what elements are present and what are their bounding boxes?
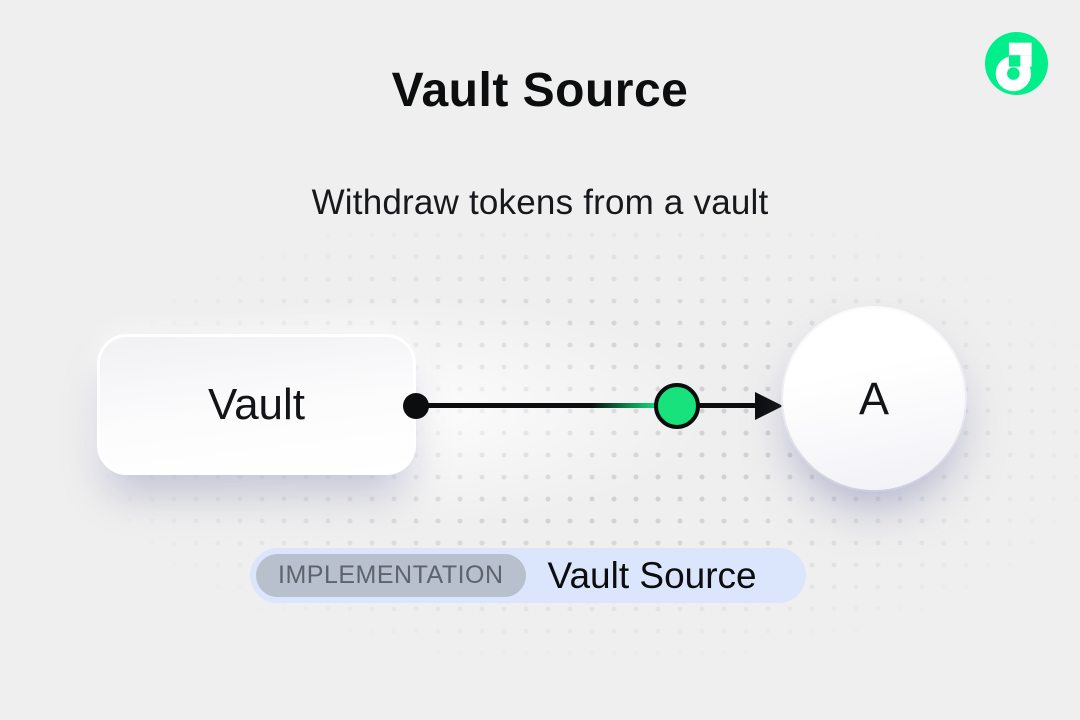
vault-node-label: Vault — [207, 379, 306, 429]
flow-logo-icon — [985, 32, 1048, 95]
implementation-tag: IMPLEMENTATION — [256, 554, 526, 597]
page-title: Vault Source — [391, 64, 689, 117]
implementation-label: Vault Source — [547, 554, 757, 596]
account-node: A — [783, 308, 965, 490]
green-event-circle-icon — [654, 383, 700, 429]
account-node-label: A — [858, 373, 889, 424]
arrowhead-right-icon — [755, 392, 783, 420]
start-dot-icon — [403, 393, 429, 419]
connector-line — [416, 403, 760, 408]
page-subtitle: Withdraw tokens from a vault — [311, 183, 769, 222]
implementation-badge: IMPLEMENTATION Vault Source — [250, 548, 806, 603]
vault-node: Vault — [97, 334, 416, 475]
